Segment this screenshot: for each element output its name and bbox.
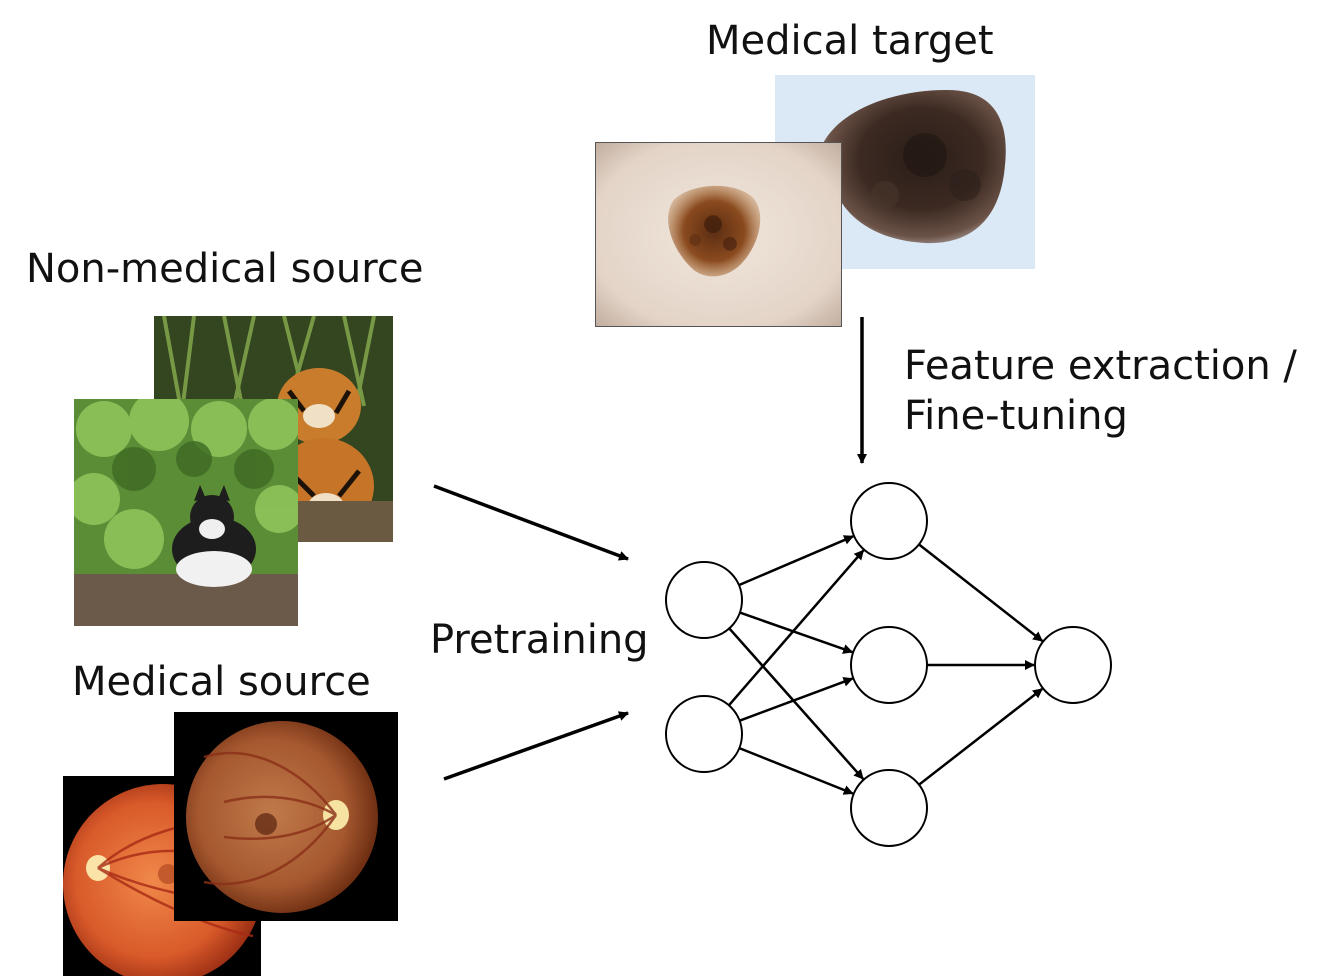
fine-tuning-label: Fine-tuning bbox=[904, 393, 1128, 439]
network-node-layer1-1 bbox=[850, 626, 928, 704]
retina-fundus-photo-2 bbox=[174, 712, 398, 921]
network-edge-l0-1-to-1 bbox=[739, 677, 854, 722]
non-medical-source-label: Non-medical source bbox=[26, 246, 424, 292]
network-node-layer1-2 bbox=[850, 769, 928, 847]
network-node-layer1-0 bbox=[850, 482, 928, 560]
pretraining-arrow-nonmedical bbox=[433, 484, 629, 561]
network-edge-l1-0-to-0 bbox=[918, 543, 1044, 642]
network-edge-l0-1-to-0 bbox=[727, 549, 865, 707]
network-edge-l0-0-to-0 bbox=[738, 535, 855, 587]
medical-target-label: Medical target bbox=[706, 18, 994, 64]
melanoma-lesion-photo bbox=[775, 75, 1035, 269]
network-node-layer2-0 bbox=[1034, 626, 1112, 704]
cat-in-bush-photo bbox=[74, 399, 298, 626]
feature-extraction-label: Feature extraction / bbox=[904, 343, 1297, 389]
network-edge-l0-0-to-2 bbox=[728, 627, 865, 780]
network-node-layer0-1 bbox=[665, 695, 743, 773]
network-edge-l0-1-to-2 bbox=[738, 746, 854, 795]
pretraining-label: Pretraining bbox=[430, 617, 649, 663]
medical-source-label: Medical source bbox=[72, 659, 371, 705]
pretraining-arrow-medical bbox=[443, 711, 629, 781]
network-edge-l0-0-to-1 bbox=[739, 611, 854, 654]
nevus-lesion-photo bbox=[595, 142, 842, 327]
network-node-layer0-0 bbox=[665, 561, 743, 639]
network-edge-l1-2-to-0 bbox=[918, 687, 1043, 786]
